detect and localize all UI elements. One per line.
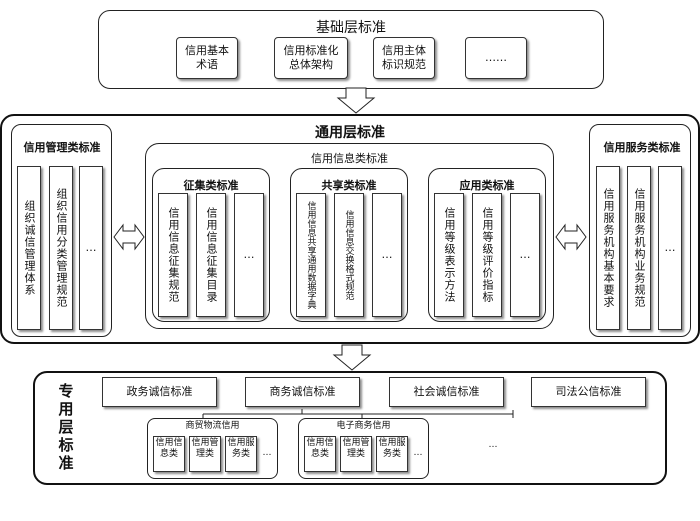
sharing-item-1: 信用信息共享通用数据字典 xyxy=(296,193,326,317)
logistics-item-info: 信用信息类 xyxy=(153,436,185,472)
management-item-2: 组织信用分类管理规范 xyxy=(49,166,73,330)
double-arrow-left-icon xyxy=(113,223,145,251)
subgroup-logistics-title: 商贸物流信用 xyxy=(185,421,240,431)
collection-item-1: 信用信息征集规范 xyxy=(158,193,188,317)
special-item-government: 政务诚信标准 xyxy=(102,377,217,407)
service-item-more: … xyxy=(658,166,682,330)
management-item-more: … xyxy=(79,166,103,330)
ecommerce-item-service: 信用服务类 xyxy=(376,436,408,472)
sharing-title: 共享类标准 xyxy=(321,179,377,192)
base-item-framework: 信用标准化总体架构 xyxy=(274,37,348,79)
sharing-item-2: 信用信息交换格式规范 xyxy=(334,193,364,317)
special-item-judicial: 司法公信标准 xyxy=(531,377,646,407)
management-title: 信用管理类标准 xyxy=(23,141,101,154)
application-item-1: 信用等级表示方法 xyxy=(434,193,464,317)
logistics-item-more: … xyxy=(262,448,272,458)
collection-item-more: … xyxy=(234,193,264,317)
subgroup-ecommerce-title: 电子商务信用 xyxy=(336,421,391,431)
double-arrow-right-icon xyxy=(555,223,587,251)
sharing-item-more: … xyxy=(372,193,402,317)
ecommerce-item-management: 信用管理类 xyxy=(340,436,372,472)
logistics-item-management: 信用管理类 xyxy=(189,436,221,472)
application-item-more: … xyxy=(510,193,540,317)
special-layer-title: 专用层标准 xyxy=(56,383,75,473)
special-item-commerce: 商务诚信标准 xyxy=(245,377,360,407)
base-layer-title: 基础层标准 xyxy=(316,20,386,36)
collection-item-2: 信用信息征集目录 xyxy=(196,193,226,317)
base-item-identifier: 信用主体标识规范 xyxy=(373,37,435,79)
ecommerce-item-info: 信用信息类 xyxy=(304,436,336,472)
special-item-society: 社会诚信标准 xyxy=(389,377,504,407)
service-item-1: 信用服务机构基本要求 xyxy=(596,166,620,330)
base-item-more: …… xyxy=(465,37,527,79)
general-layer-title: 通用层标准 xyxy=(315,125,385,141)
ecommerce-item-more: … xyxy=(413,448,423,458)
collection-title: 征集类标准 xyxy=(183,179,239,192)
down-arrow-icon xyxy=(336,87,376,114)
logistics-item-service: 信用服务类 xyxy=(225,436,257,472)
application-title: 应用类标准 xyxy=(459,179,515,192)
base-item-terms: 信用基本术语 xyxy=(176,37,238,79)
down-arrow-icon xyxy=(332,344,372,371)
info-title: 信用信息类标准 xyxy=(311,152,388,165)
service-title: 信用服务类标准 xyxy=(603,141,681,154)
management-item-1: 组织诚信管理体系 xyxy=(17,166,41,330)
special-more: … xyxy=(488,440,498,450)
service-item-2: 信用服务机构业务规范 xyxy=(627,166,651,330)
application-item-2: 信用等级评价指标 xyxy=(472,193,502,317)
